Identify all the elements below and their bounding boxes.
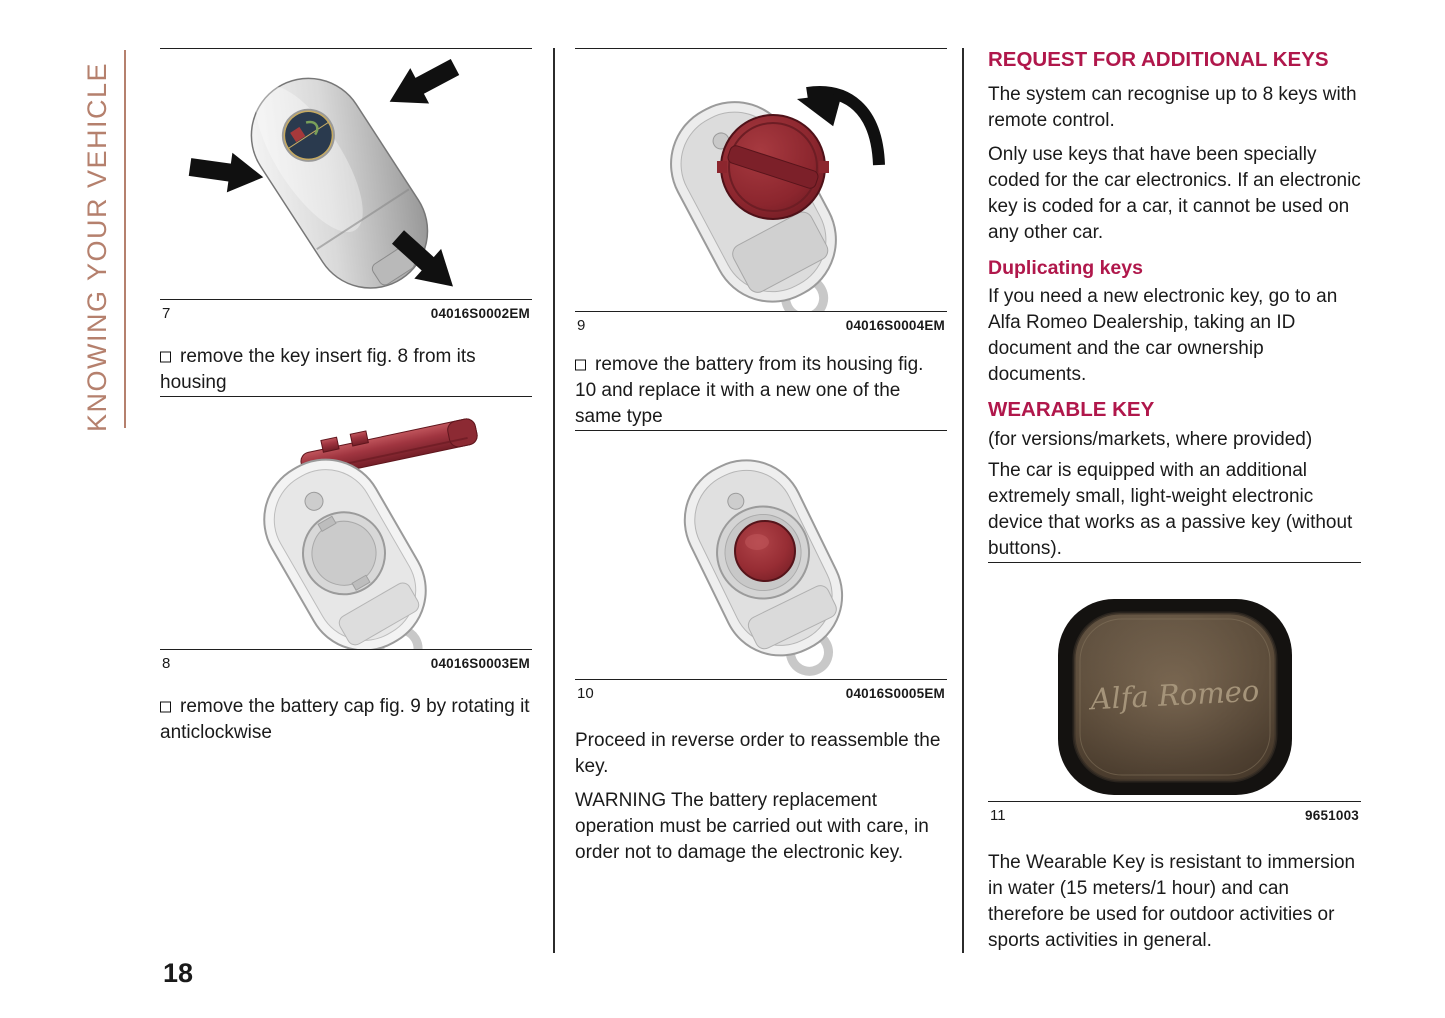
key-fob-body <box>250 77 429 289</box>
figure-caption: 11 9651003 <box>988 801 1361 824</box>
key-fob-front-art <box>187 49 467 299</box>
instruction-item: remove the battery cap fig. 9 by rotatin… <box>160 694 532 746</box>
figure-code: 04016S0003EM <box>430 656 530 671</box>
battery-housing-art <box>683 459 844 676</box>
sidebar-rule <box>124 50 126 428</box>
figure-number: 10 <box>577 685 594 702</box>
figure-caption: 9 04016S0004EM <box>575 311 947 334</box>
column-divider <box>553 48 555 953</box>
wearable-key-art: Alfa Romeo <box>1058 599 1292 795</box>
page-number: 18 <box>163 958 194 988</box>
figure-code: 04016S0005EM <box>845 686 945 701</box>
body-paragraph: The Wearable Key is resistant to immersi… <box>988 852 1356 951</box>
figure-10: 10 04016S0005EM <box>575 430 947 702</box>
body-paragraph: The car is equipped with an additional e… <box>988 460 1353 559</box>
column-3: REQUEST FOR ADDITIONAL KEYS The system c… <box>988 48 1361 954</box>
figure-8-illustration <box>160 397 532 649</box>
figure-number: 9 <box>577 317 586 334</box>
bullet-square-icon <box>160 701 171 713</box>
figure-9-illustration <box>575 49 947 311</box>
figure-10-illustration <box>575 431 947 679</box>
figure-11-illustration: Alfa Romeo <box>988 563 1361 801</box>
body-paragraph: The system can recognise up to 8 keys wi… <box>988 84 1357 131</box>
figure-9: 9 04016S0004EM <box>575 48 947 334</box>
body-paragraph: Proceed in reverse order to reassemble t… <box>575 730 941 777</box>
figure-caption: 10 04016S0005EM <box>575 679 947 702</box>
figure-7-illustration <box>160 49 532 299</box>
figure-number: 11 <box>990 807 1006 824</box>
figure-caption: 8 04016S0003EM <box>160 649 532 672</box>
instruction-item: remove the battery from its housing fig.… <box>575 352 947 430</box>
key-fob-shell <box>263 458 427 649</box>
arrowhead-icon <box>797 93 842 127</box>
rotate-anticlockwise-arrow-icon <box>806 86 885 166</box>
figure-code: 9651003 <box>1305 808 1359 823</box>
alfa-romeo-badge-icon <box>281 108 335 162</box>
bullet-square-icon <box>575 359 586 371</box>
figure-code: 04016S0004EM <box>845 318 945 333</box>
battery <box>734 520 796 582</box>
figure-7: 7 04016S0002EM <box>160 48 532 322</box>
body-paragraph: Only use keys that have been specially c… <box>988 144 1361 243</box>
wearable-key-device: Alfa Romeo <box>1058 599 1292 795</box>
arrow-icon <box>380 49 465 120</box>
battery-cap-rotation-art <box>670 86 885 311</box>
figure-11: Alfa Romeo 11 9651003 <box>988 562 1361 824</box>
body-paragraph: (for versions/markets, where provided) <box>988 429 1313 450</box>
column-2: 9 04016S0004EM remove the battery from i… <box>575 48 947 866</box>
figure-8: 8 04016S0003EM <box>160 396 532 672</box>
section-heading: REQUEST FOR ADDITIONAL KEYS <box>988 48 1329 71</box>
instruction-text: remove the key insert fig. 8 from its ho… <box>160 346 476 393</box>
figure-number: 7 <box>162 305 171 322</box>
instruction-text: remove the battery from its housing fig.… <box>575 354 924 427</box>
column-1: 7 04016S0002EM remove the key insert fig… <box>160 48 532 746</box>
body-paragraph: If you need a new electronic key, go to … <box>988 286 1338 385</box>
warning-paragraph: WARNING The battery replacement operatio… <box>575 790 929 863</box>
figure-code: 04016S0002EM <box>430 306 530 321</box>
bullet-square-icon <box>160 351 171 363</box>
column-divider <box>962 48 964 953</box>
figure-number: 8 <box>162 655 171 672</box>
instruction-item: remove the key insert fig. 8 from its ho… <box>160 344 532 396</box>
section-heading: WEARABLE KEY <box>988 398 1155 421</box>
sub-heading: Duplicating keys <box>988 257 1143 279</box>
chapter-title: KNOWING YOUR VEHICLE <box>82 61 112 432</box>
instruction-text: remove the battery cap fig. 9 by rotatin… <box>160 696 530 743</box>
key-insert-removal-art <box>263 418 478 649</box>
figure-caption: 7 04016S0002EM <box>160 299 532 322</box>
battery-cap <box>717 114 829 220</box>
